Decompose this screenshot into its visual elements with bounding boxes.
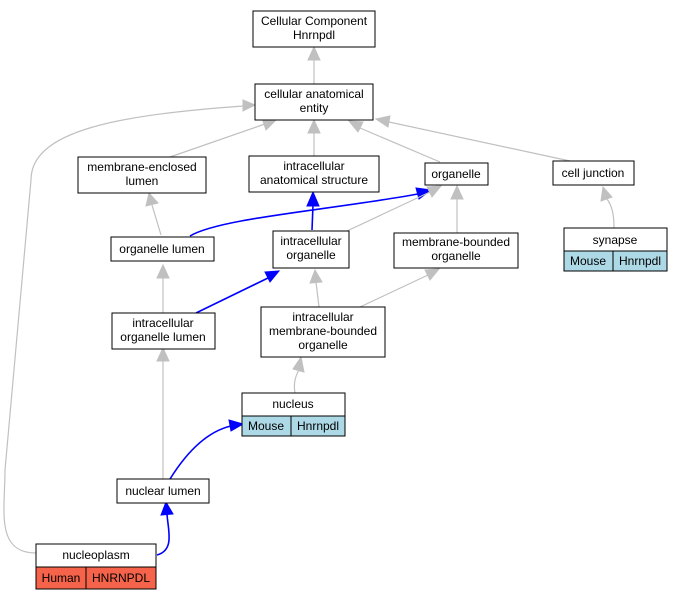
arrowhead (450, 184, 464, 200)
node-cell-junction[interactable]: cell junction (552, 160, 635, 186)
edge-junction-to-entity (388, 121, 571, 162)
species-label: Mouse (570, 254, 606, 268)
node-label: nucleoplasm (62, 548, 129, 562)
node-membrane-bounded-organelle[interactable]: membrane-bounded organelle (393, 232, 519, 269)
edge-nucleoplasm-to-entity (3, 105, 244, 554)
arrowhead (306, 190, 320, 207)
node-synapse[interactable]: synapse Mouse Hnrnpdl (563, 227, 668, 272)
node-label: organelle lumen (120, 330, 205, 344)
arrowhead (347, 120, 364, 133)
node-intracellular-membrane-bounded-organelle[interactable]: intracellular membrane-bounded organelle (260, 306, 386, 358)
node-nucleoplasm[interactable]: nucleoplasm Human HNRNPDL (35, 543, 157, 590)
gene-label: HNRNPDL (92, 571, 150, 585)
species-label: Human (42, 571, 81, 585)
arrowhead (145, 191, 159, 207)
arrowhead (264, 270, 281, 283)
node-label: anatomical structure (260, 173, 368, 187)
node-label: entity (300, 101, 329, 115)
node-label: cell junction (562, 166, 625, 180)
arrowhead (424, 268, 441, 281)
node-label: nuclear lumen (125, 484, 200, 498)
node-label: organelle (298, 338, 348, 352)
edge-nucleus-to-imbo (293, 369, 300, 394)
node-membrane-enclosed-lumen[interactable]: membrane-enclosed lumen (77, 156, 207, 194)
arrowhead (156, 346, 170, 362)
arrowhead (426, 185, 443, 198)
species-label: Mouse (248, 419, 284, 433)
node-organelle[interactable]: organelle (424, 162, 489, 186)
edge-iol-to-io (195, 277, 269, 314)
edge-io-to-organelle (346, 191, 431, 232)
edge-mel-to-entity (169, 123, 266, 158)
arrowhead (160, 500, 174, 516)
arrowhead (374, 115, 391, 128)
node-label: membrane-bounded (269, 324, 377, 338)
arrowhead (156, 263, 170, 279)
edge-np-to-nl (156, 513, 170, 556)
gene-cell (612, 250, 668, 272)
node-nucleus[interactable]: nucleus Mouse Hnrnpdl (241, 392, 346, 437)
node-cellular-component[interactable]: Cellular Component Hnrnpdl (252, 10, 376, 48)
node-label: intracellular (280, 234, 341, 248)
node-intracellular-organelle-lumen[interactable]: intracellular organelle lumen (111, 312, 216, 350)
arrowhead (307, 45, 321, 61)
node-nuclear-lumen[interactable]: nuclear lumen (116, 478, 210, 504)
node-label: nucleus (272, 397, 313, 411)
gene-cell (290, 415, 346, 437)
gene-label: Hnrnpdl (619, 254, 661, 268)
node-intracellular-anatomical-structure[interactable]: intracellular anatomical structure (248, 155, 380, 193)
edge-imbo-to-mbo (359, 274, 429, 308)
edge-ol-to-organelle (189, 193, 419, 237)
edge-imbo-to-io (315, 281, 320, 308)
node-label: organelle lumen (119, 242, 204, 256)
edge-synapse-to-junction (606, 198, 615, 229)
arrowhead (242, 99, 257, 112)
node-label: organelle (431, 167, 481, 181)
node-label: membrane-bounded (402, 235, 510, 249)
arrowhead (307, 118, 321, 134)
node-cellular-anatomical-entity[interactable]: cellular anatomical entity (254, 83, 374, 121)
gene-label: Hnrnpdl (297, 419, 339, 433)
node-label: organelle (431, 249, 481, 263)
node-label: intracellular (132, 316, 193, 330)
arrowhead (309, 268, 323, 284)
node-label: cellular anatomical (264, 87, 363, 101)
edge-organelle-to-entity (359, 127, 441, 163)
edge-ol-to-mel (151, 204, 162, 236)
edge-nl-to-nucleus (169, 425, 232, 480)
node-label: organelle (286, 248, 336, 262)
node-label: lumen (126, 174, 159, 188)
gene-cell (85, 566, 157, 590)
node-label: Cellular Component (261, 14, 368, 28)
node-label: membrane-enclosed (87, 160, 196, 174)
node-organelle-lumen[interactable]: organelle lumen (110, 236, 215, 262)
node-label: intracellular (283, 159, 344, 173)
node-label: intracellular (292, 310, 353, 324)
node-label: Hnrnpdl (293, 28, 335, 42)
edge-io-to-ias (311, 204, 314, 231)
node-label: synapse (593, 233, 638, 247)
arrowhead (228, 419, 245, 432)
node-intracellular-organelle[interactable]: intracellular organelle (272, 230, 350, 269)
arrowhead (292, 355, 305, 373)
arrowhead (600, 185, 613, 202)
